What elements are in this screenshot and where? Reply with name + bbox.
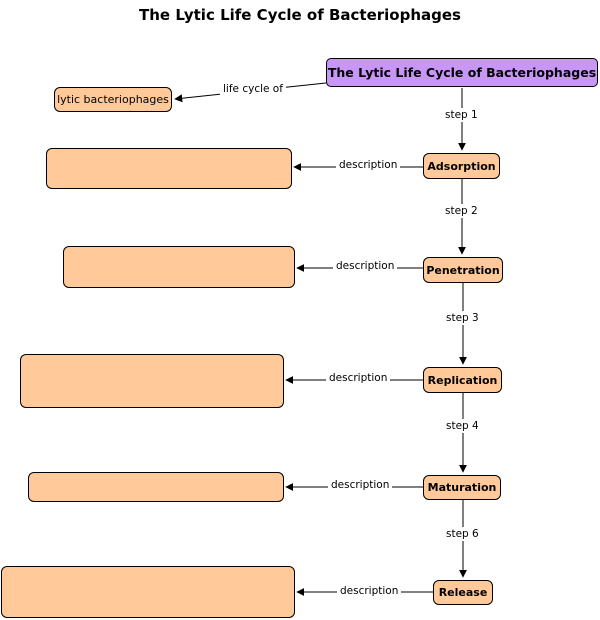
edge-label-step-3: step 3 [443,311,482,325]
description-box-maturation[interactable] [28,472,284,502]
edge-label-step-2: step 2 [442,204,481,218]
root-concept-node[interactable]: The Lytic Life Cycle of Bacteriophages [326,58,598,87]
edge-label-step-6: step 6 [443,527,482,541]
edge-label-step-4: step 4 [443,419,482,433]
edge-label-step-1: step 1 [442,108,481,122]
edge-label-description: description [328,478,393,492]
edge-label-description: description [336,158,401,172]
edge-label-description: description [326,371,391,385]
stage-node-maturation[interactable]: Maturation [423,475,501,500]
stage-node-penetration[interactable]: Penetration [423,257,503,283]
stage-node-replication[interactable]: Replication [423,367,502,393]
lytic-bacteriophages-node[interactable]: lytic bacteriophages [54,87,172,112]
stage-node-release[interactable]: Release [433,580,493,605]
edge-label-description: description [333,259,398,273]
description-box-replication[interactable] [20,354,284,408]
edge-label-life-cycle-of: life cycle of [220,82,286,96]
description-box-adsorption[interactable] [46,148,292,189]
page-title: The Lytic Life Cycle of Bacteriophages [139,6,461,24]
description-box-penetration[interactable] [63,246,295,288]
stage-node-adsorption[interactable]: Adsorption [423,153,500,179]
edge-label-description: description [337,584,402,598]
description-box-release[interactable] [1,566,295,618]
